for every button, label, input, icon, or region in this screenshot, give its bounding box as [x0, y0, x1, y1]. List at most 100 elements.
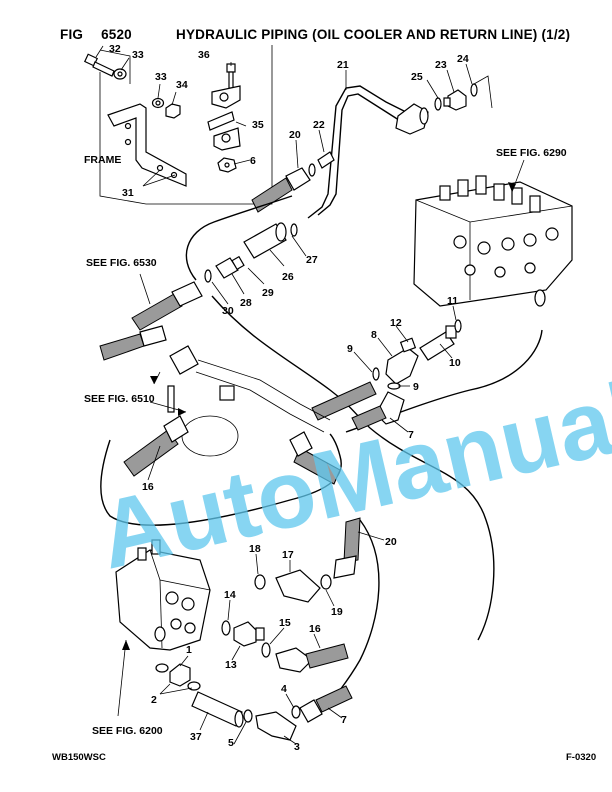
- return-line: [185, 195, 293, 281]
- callout-4: 4: [281, 683, 287, 695]
- callout-1: 1: [186, 644, 192, 656]
- callout-14: 14: [224, 589, 236, 601]
- return-line: [100, 433, 342, 526]
- callout-8: 8: [371, 329, 377, 341]
- see-fig-6290-note: SEE FIG. 6290: [496, 147, 567, 159]
- o-ring: [320, 574, 332, 590]
- o-ring: [372, 367, 380, 381]
- see-fig-6200-note: SEE FIG. 6200: [92, 725, 163, 737]
- o-ring: [254, 574, 266, 590]
- washer: [151, 97, 165, 109]
- callout-35: 35: [252, 119, 264, 131]
- callout-3: 3: [294, 741, 300, 753]
- elbow-fitting: [395, 103, 429, 135]
- o-ring: [454, 319, 462, 333]
- bracket: [107, 103, 187, 187]
- frame-label: FRAME: [84, 154, 121, 166]
- page-title: HYDRAULIC PIPING (OIL COOLER AND RETURN …: [176, 27, 571, 42]
- connector: [419, 325, 457, 361]
- control-valve-upper: [413, 175, 573, 307]
- callout-9: 9: [347, 343, 353, 355]
- control-valve-lower: [115, 539, 211, 651]
- callout-31: 31: [122, 187, 134, 199]
- hose: [251, 151, 335, 213]
- hose: [131, 281, 203, 331]
- callout-2: 2: [151, 694, 157, 706]
- hose: [299, 685, 353, 723]
- callout-27: 27: [306, 254, 318, 266]
- callout-21: 21: [337, 59, 349, 71]
- tee-fitting: [385, 337, 419, 385]
- nut: [165, 103, 181, 119]
- callout-20: 20: [289, 129, 301, 141]
- connector: [443, 89, 467, 111]
- connector: [233, 621, 265, 647]
- fig-label: FIG: [60, 27, 84, 42]
- o-ring: [291, 705, 301, 719]
- fig-number: 6520: [101, 27, 132, 42]
- see-fig-6530-note: SEE FIG. 6530: [86, 257, 157, 269]
- callout-17: 17: [282, 549, 294, 561]
- callout-28: 28: [240, 297, 252, 309]
- hose: [333, 517, 361, 579]
- callout-11: 11: [447, 295, 458, 307]
- callout-19: 19: [331, 606, 343, 618]
- callout-32: 32: [109, 43, 121, 55]
- callout-12: 12: [390, 317, 402, 329]
- callout-25: 25: [411, 71, 423, 83]
- clamp: [207, 85, 241, 151]
- callout-33: 33: [155, 71, 167, 83]
- callout-13: 13: [225, 659, 237, 671]
- nut: [113, 68, 127, 80]
- return-line: [339, 519, 380, 691]
- callouts: 32 33 33 34 36 35 6 31 21 25 23 24 20 22…: [109, 43, 469, 753]
- bolt: [83, 53, 115, 77]
- hose: [275, 643, 349, 673]
- elbow-fitting: [255, 711, 297, 741]
- callout-22: 22: [313, 119, 325, 131]
- bolt: [226, 63, 236, 89]
- callout-15: 15: [279, 617, 291, 629]
- o-ring: [290, 223, 298, 237]
- callout-18: 18: [249, 543, 261, 555]
- o-ring: [204, 269, 212, 283]
- callout-29: 29: [262, 287, 274, 299]
- hose: [289, 431, 341, 485]
- callout-34: 34: [176, 79, 188, 91]
- hose: [123, 415, 189, 477]
- oil-cooler-pipe: [307, 85, 429, 219]
- callout-37: 37: [190, 731, 202, 743]
- o-ring: [243, 709, 253, 723]
- callout-5: 5: [228, 737, 234, 749]
- figure-label: FIG 6520: [60, 27, 132, 42]
- callout-16: 16: [142, 481, 154, 493]
- callout-26: 26: [282, 271, 294, 283]
- elbow-fitting: [275, 569, 321, 603]
- hose-clamp: [167, 385, 239, 457]
- callout-16: 16: [309, 623, 321, 635]
- callout-20: 20: [385, 536, 397, 548]
- page-code: F-0320: [566, 752, 597, 763]
- o-ring: [470, 83, 478, 97]
- callout-9: 9: [413, 381, 419, 393]
- model-code: WB150WSC: [52, 752, 106, 763]
- connector: [215, 255, 245, 279]
- callout-7: 7: [408, 429, 414, 441]
- callout-10: 10: [449, 357, 461, 369]
- o-ring: [155, 663, 169, 673]
- frame-inset: [83, 45, 273, 205]
- hose: [99, 325, 331, 433]
- callout-36: 36: [198, 49, 210, 61]
- nut: [217, 157, 237, 173]
- o-ring: [434, 97, 442, 111]
- callout-30: 30: [222, 305, 234, 317]
- tube: [243, 222, 287, 259]
- callout-7: 7: [341, 714, 347, 726]
- o-ring: [261, 642, 271, 658]
- return-line: [211, 295, 495, 641]
- see-fig-6510-note: SEE FIG. 6510: [84, 393, 155, 405]
- callout-23: 23: [435, 59, 447, 71]
- o-ring: [221, 620, 231, 636]
- callout-24: 24: [457, 53, 469, 65]
